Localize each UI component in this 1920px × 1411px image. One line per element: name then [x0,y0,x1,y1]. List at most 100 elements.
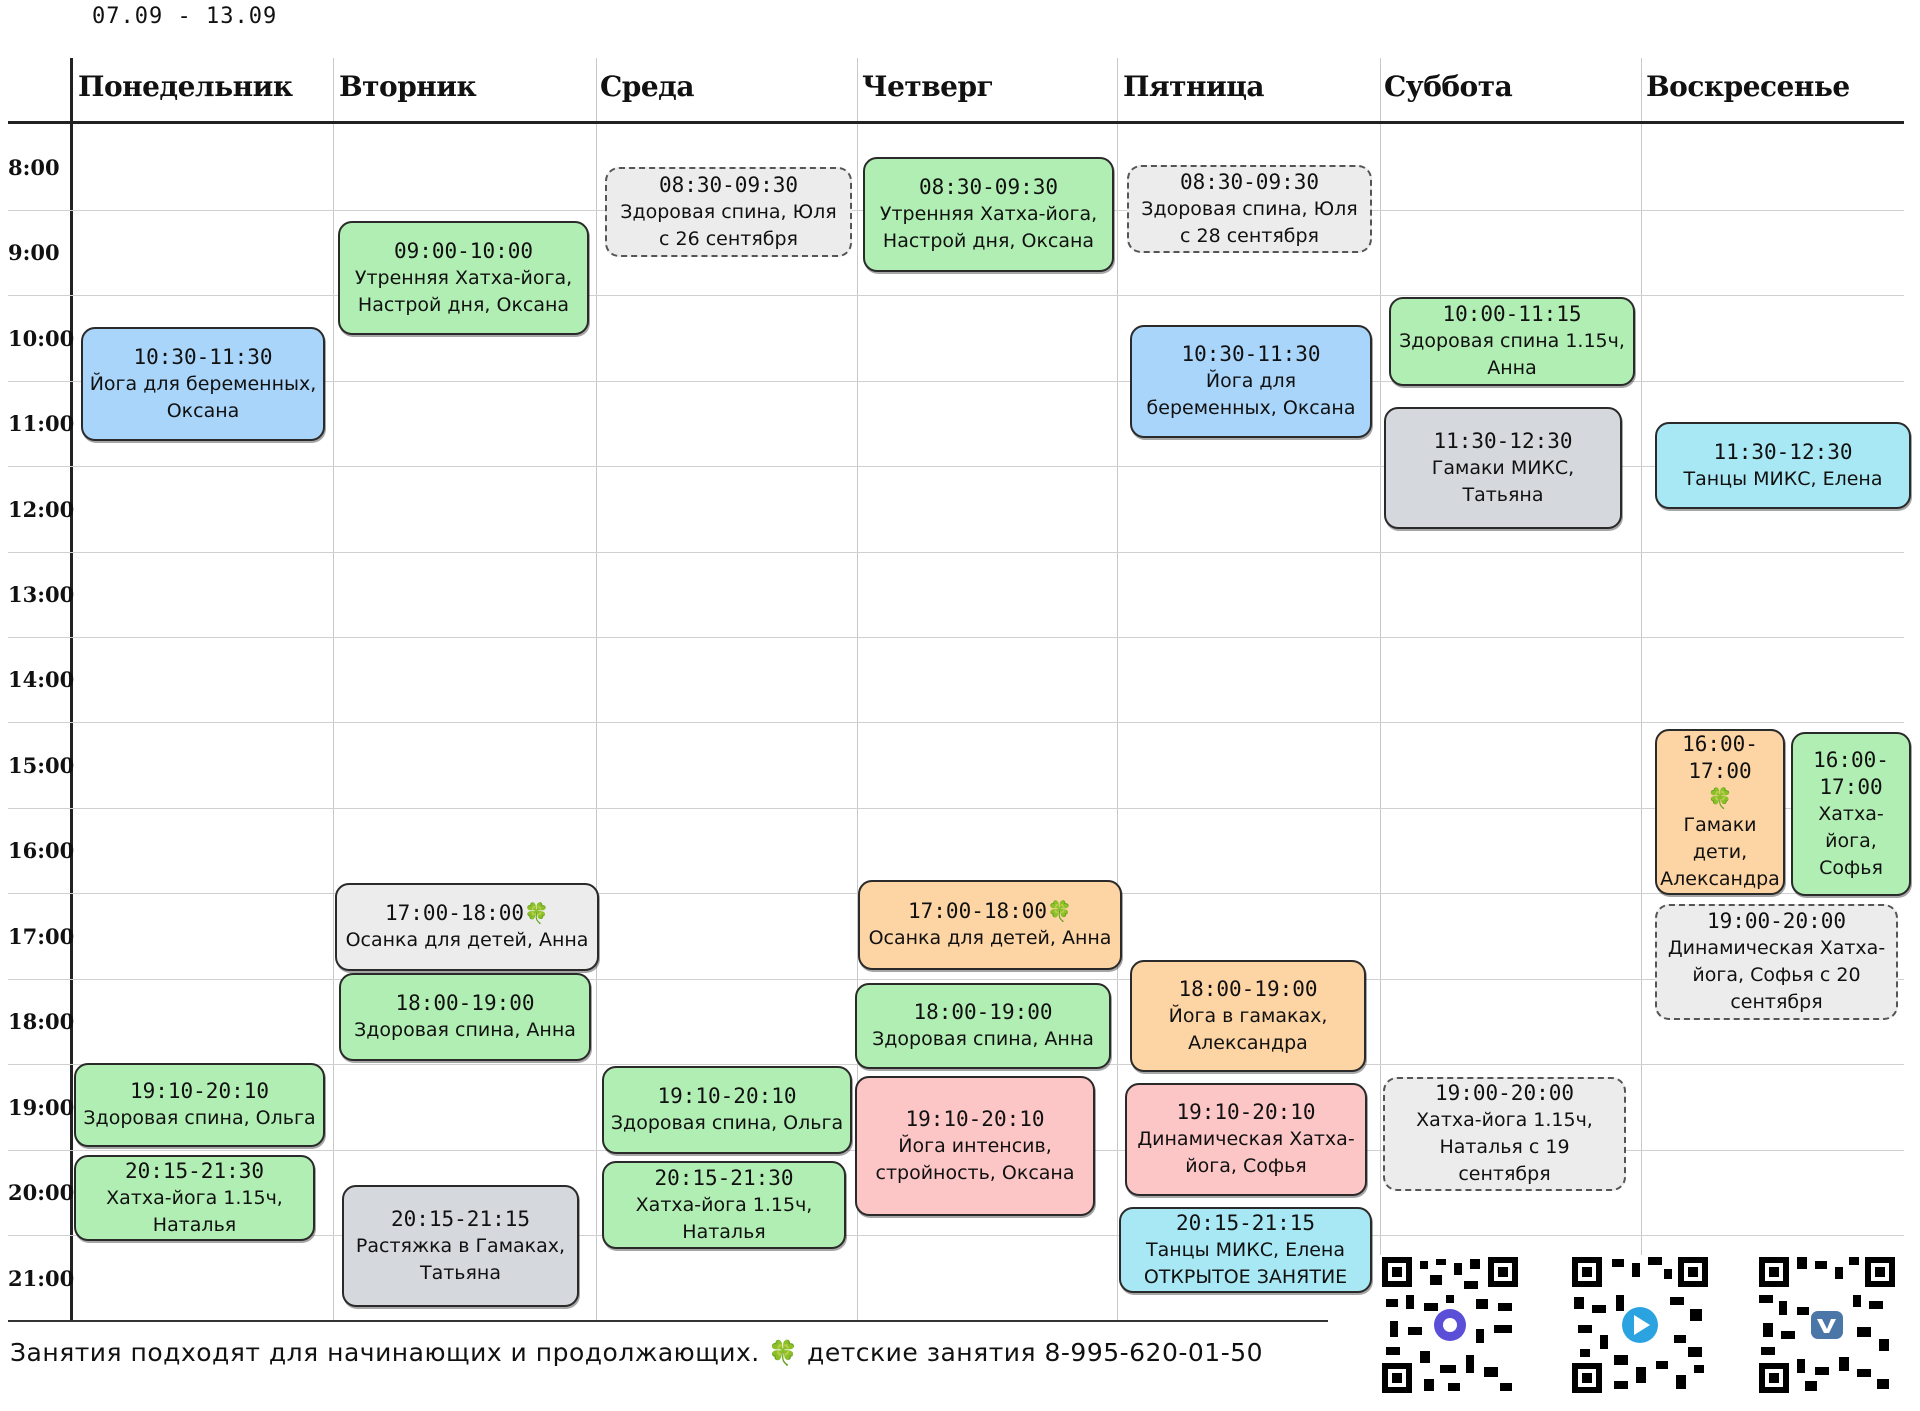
class-title: Здоровая спина, Анна [354,1019,576,1041]
class-title: Здоровая спина, Юля с 26 сентября [620,200,837,250]
column-divider [596,58,597,1320]
column-divider [857,58,858,1320]
class-title: Гамаки МИКС, Татьяна [1431,456,1575,506]
header-divider [8,121,1904,124]
class-title: Йога для беременных, Оксана [89,372,317,422]
hour-label: 16:00 [8,838,75,863]
hour-label: 13:00 [8,582,75,607]
class-title: Здоровая спина, Анна [872,1028,1094,1050]
class-card[interactable]: 20:15-21:15 Растяжка в Гамаках, Татьяна [342,1185,579,1307]
hour-label: 12:00 [8,497,75,522]
time-axis-line [70,58,73,1320]
class-card[interactable]: 19:10-20:10 Йога интенсив, стройность, О… [855,1076,1095,1216]
qr-code-icon[interactable] [1380,1255,1520,1395]
class-time: 18:00-19:00 [913,1000,1053,1024]
class-title: Осанка для детей, Анна [345,929,589,951]
class-card[interactable]: 10:00-11:15 Здоровая спина 1.15ч, Анна [1389,297,1635,386]
column-divider [1641,58,1642,1320]
day-header-sunday: Воскресенье [1646,70,1850,103]
class-title: Динамическая Хатха-йога, Софья с 20 сент… [1667,937,1886,1013]
qr-code-icon[interactable] [1570,1255,1710,1395]
class-time: 16:00-17:00 [1813,747,1889,799]
class-title: Здоровая спина, Ольга [83,1107,316,1129]
class-card[interactable]: 16:00-17:00 🍀 Гамаки дети, Александра [1655,729,1785,895]
day-header-wednesday: Среда [600,70,694,103]
week-range: 07.09 - 13.09 [92,4,278,29]
class-card[interactable]: 20:15-21:15 Танцы МИКС, Елена ОТКРЫТОЕ З… [1119,1207,1372,1293]
class-time: 20:15-21:30 [124,1158,265,1183]
class-card[interactable]: 08:30-09:30 Здоровая спина, Юля с 28 сен… [1127,165,1372,253]
class-time: 18:00-19:00 [395,991,535,1015]
class-time: 19:10-20:10 [1176,1100,1316,1124]
class-card[interactable]: 10:30-11:30 Йога для беременных, Оксана [1130,325,1372,438]
class-time: 19:00-20:00 [1434,1081,1575,1105]
day-header-friday: Пятница [1123,70,1265,103]
column-divider [1380,58,1381,1320]
class-title: Хатха-йога 1.15ч, Наталья с 19 сентября [1416,1109,1593,1185]
class-card[interactable]: 18:00-19:00 Здоровая спина, Анна [855,983,1111,1069]
class-title: Динамическая Хатха-йога, Софья [1137,1128,1355,1177]
row-divider [8,979,1904,980]
class-time: 16:00-17:00 [1682,732,1758,783]
class-card[interactable]: 17:00-18:00🍀 Осанка для детей, Анна [858,880,1122,970]
class-time: 20:15-21:15 [390,1206,531,1231]
class-time: 09:00-10:00 [393,238,534,263]
class-time: 08:30-09:30 [918,175,1059,199]
class-card[interactable]: 08:30-09:30 Утренняя Хатха-йога, Настрой… [863,157,1114,272]
class-card[interactable]: 18:00-19:00 Здоровая спина, Анна [339,973,591,1061]
class-time: 08:30-09:30 [1179,169,1320,194]
class-time: 19:00-20:00 [1706,909,1847,933]
class-card[interactable]: 19:10-20:10 Здоровая спина, Ольга [602,1066,852,1154]
class-title: Йога интенсив, стройность, Оксана [875,1134,1075,1184]
class-title: Йога в гамаках, Александра [1168,1004,1328,1054]
class-card[interactable]: 11:30-12:30 Гамаки МИКС, Татьяна [1384,407,1622,529]
class-title: Хатха-йога, Софья [1818,802,1884,879]
qr-code-icon[interactable] [1757,1255,1897,1395]
class-card[interactable]: 11:30-12:30 Танцы МИКС, Елена [1655,422,1911,509]
class-card[interactable]: 08:30-09:30 Здоровая спина, Юля с 26 сен… [605,167,852,257]
footer-note: Занятия подходят для начинающих и продол… [10,1338,1263,1367]
class-card[interactable]: 19:00-20:00 Динамическая Хатха-йога, Соф… [1655,904,1898,1020]
class-title: Танцы МИКС, Елена [1683,467,1883,490]
class-time: 17:00-18:00 [908,899,1048,923]
row-divider [8,381,1904,382]
day-header-tuesday: Вторник [339,70,477,103]
class-card[interactable]: 17:00-18:00🍀 Осанка для детей, Анна [335,883,599,971]
class-title: Йога для беременных, Оксана [1146,370,1356,419]
class-title: Осанка для детей, Анна [868,927,1112,949]
class-time: 20:15-21:30 [654,1165,794,1190]
class-card[interactable]: 19:00-20:00 Хатха-йога 1.15ч, Наталья с … [1383,1077,1626,1191]
class-card[interactable]: 09:00-10:00 Утренняя Хатха-йога, Настрой… [338,221,589,335]
class-card[interactable]: 16:00-17:00 Хатха-йога, Софья [1791,732,1911,896]
column-divider [333,58,334,1320]
class-time: 10:00-11:15 [1442,302,1582,326]
class-card[interactable]: 19:10-20:10 Динамическая Хатха-йога, Соф… [1125,1083,1367,1196]
row-divider [8,466,1904,467]
class-card[interactable]: 20:15-21:30 Хатха-йога 1.15ч, Наталья [74,1155,315,1241]
hour-label: 10:00 [8,326,75,351]
class-time: 11:30-12:30 [1433,428,1573,453]
class-time: 10:30-11:30 [133,344,273,369]
class-card[interactable]: 20:15-21:30 Хатха-йога 1.15ч, Наталья [602,1161,846,1249]
footer-kids-phone: детские занятия 8-995-620-01-50 [807,1338,1264,1367]
row-divider [8,637,1904,638]
class-title: Утренняя Хатха-йога, Настрой дня, Оксана [879,203,1098,252]
class-card[interactable]: 18:00-19:00 Йога в гамаках, Александра [1130,960,1366,1072]
class-time: 19:10-20:10 [129,1079,270,1103]
class-time: 08:30-09:30 [658,172,799,197]
class-time: 11:30-12:30 [1713,439,1853,464]
clover-icon: 🍀 [1707,786,1733,810]
class-card[interactable]: 19:10-20:10 Здоровая спина, Ольга [74,1063,325,1147]
row-divider [8,1235,1904,1236]
class-time: 19:10-20:10 [657,1084,797,1108]
class-title: Растяжка в Гамаках, Татьяна [355,1234,566,1284]
class-time: 20:15-21:15 [1175,1210,1316,1235]
class-time: 18:00-19:00 [1178,976,1318,1001]
class-title: Гамаки дети, Александра [1660,814,1780,890]
class-title: Здоровая спина 1.15ч, Анна [1399,330,1625,379]
hour-label: 11:00 [8,411,75,436]
footer-text: Занятия подходят для начинающих и продол… [10,1338,760,1367]
class-card[interactable]: 10:30-11:30 Йога для беременных, Оксана [81,327,325,441]
hour-label: 17:00 [8,924,75,949]
class-title: Хатха-йога 1.15ч, Наталья [635,1193,813,1243]
